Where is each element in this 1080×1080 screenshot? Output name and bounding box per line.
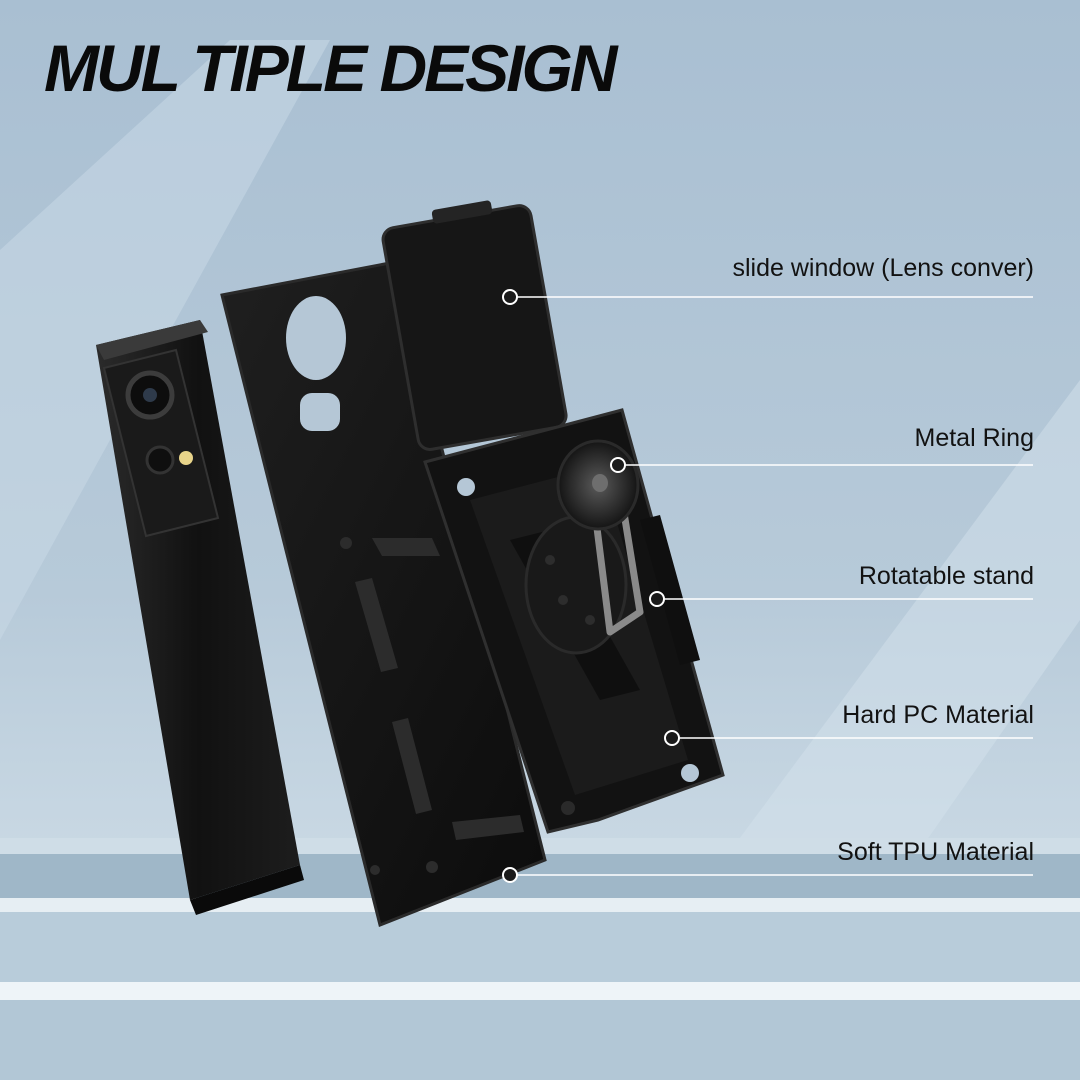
shelf-highlight xyxy=(0,982,1080,1000)
headline-part1: MUL TIPLE xyxy=(44,31,380,105)
shelf-face xyxy=(0,1000,1080,1080)
tpu-case xyxy=(220,260,547,928)
shelf-face xyxy=(0,912,1080,982)
marker-dot xyxy=(502,867,518,883)
headline-part2: DESIGN xyxy=(379,31,617,105)
marker-dot xyxy=(610,457,626,473)
headline-accent: DESIGN xyxy=(379,30,621,106)
callout-rotatable-stand: Rotatable stand xyxy=(858,562,1034,590)
phone-flash xyxy=(179,451,193,465)
phone-body xyxy=(96,320,304,915)
marker-dot xyxy=(502,289,518,305)
callout-lines xyxy=(510,296,1033,876)
slide-window xyxy=(381,200,568,451)
callout-soft-tpu: Soft TPU Material xyxy=(837,838,1034,866)
callout-metal-ring: Metal Ring xyxy=(914,424,1035,452)
marker-dot xyxy=(664,730,680,746)
shelf-highlight xyxy=(0,898,1080,912)
marker-dot xyxy=(649,591,665,607)
headline: MUL TIPLE DESIGN xyxy=(44,30,621,106)
callout-slide-window: slide window (Lens conver) xyxy=(732,254,1034,282)
callout-hard-pc: Hard PC Material xyxy=(842,701,1034,729)
callout-markers xyxy=(502,289,680,883)
